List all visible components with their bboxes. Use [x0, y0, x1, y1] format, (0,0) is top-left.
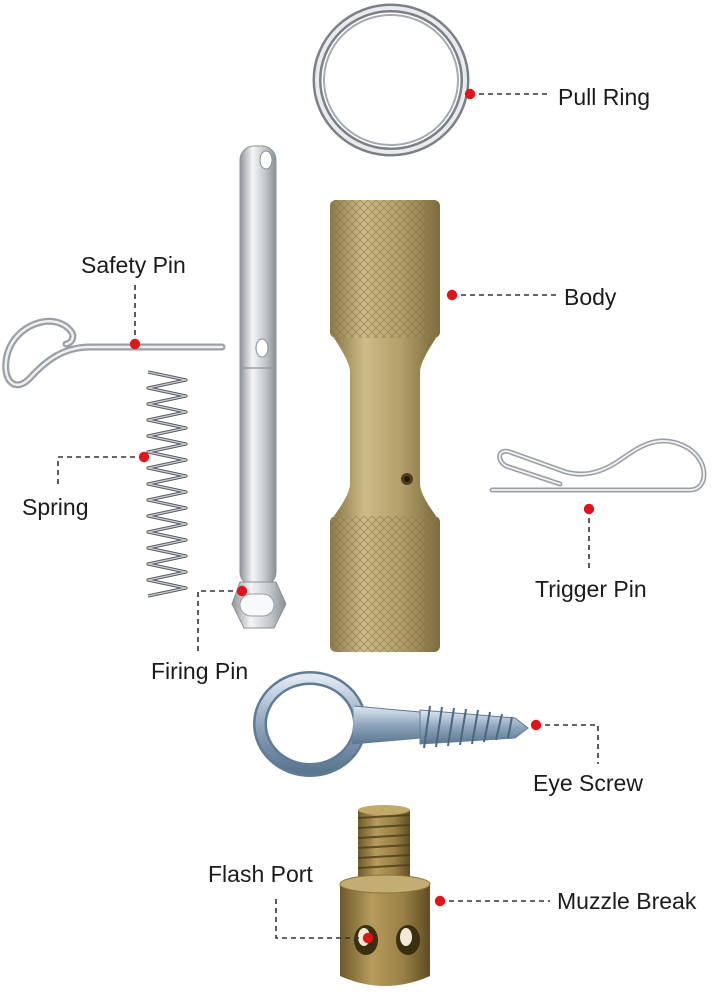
trigger-pin-icon	[492, 441, 704, 490]
knurled-body-icon	[330, 200, 440, 652]
leader-spring	[58, 457, 144, 488]
label-muzzle-break: Muzzle Break	[557, 890, 696, 913]
label-eye-screw: Eye Screw	[533, 772, 643, 795]
label-trigger-pin: Trigger Pin	[535, 578, 647, 601]
leader-lines	[58, 94, 598, 938]
label-flash-port: Flash Port	[208, 863, 313, 886]
label-safety-pin: Safety Pin	[81, 254, 186, 277]
muzzle-break-icon	[340, 805, 430, 986]
label-spring: Spring	[22, 496, 88, 519]
marker-flash-port	[363, 933, 373, 943]
leader-eye-screw	[536, 725, 598, 764]
marker-pull-ring	[465, 89, 475, 99]
marker-firing-pin	[237, 586, 247, 596]
safety-pin-icon	[6, 321, 222, 385]
label-firing-pin: Firing Pin	[151, 660, 248, 683]
marker-trigger-pin	[584, 504, 594, 514]
marker-eye-screw	[531, 720, 541, 730]
pull-ring-icon	[317, 8, 465, 152]
eye-screw-icon	[260, 678, 528, 770]
marker-muzzle-break	[435, 896, 445, 906]
marker-safety-pin	[130, 339, 140, 349]
label-body: Body	[564, 286, 616, 309]
firing-pin-icon	[232, 146, 286, 628]
spring-icon	[148, 372, 186, 596]
label-pull-ring: Pull Ring	[558, 86, 650, 109]
marker-spring	[139, 452, 149, 462]
marker-body	[447, 290, 457, 300]
